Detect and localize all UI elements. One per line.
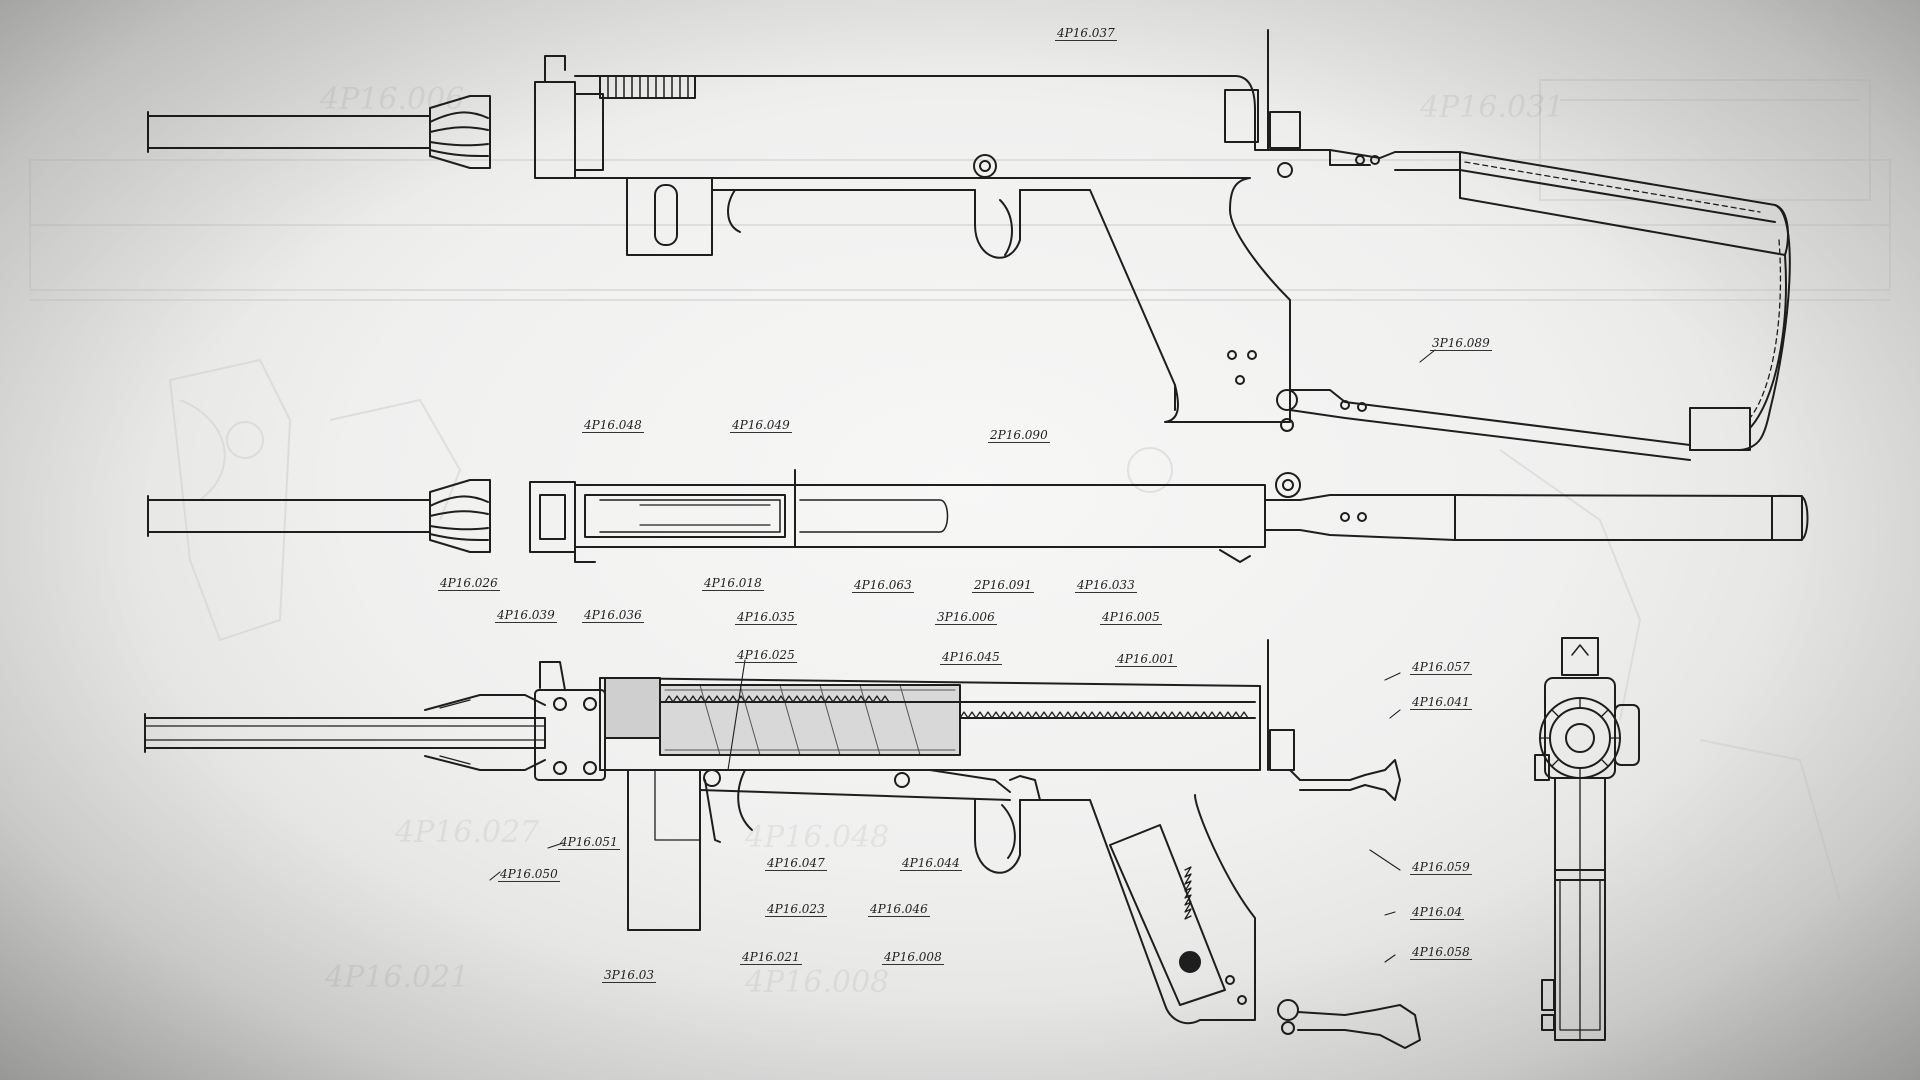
leader-lines (489, 349, 1436, 963)
part-label: 4P16.044 (900, 856, 962, 871)
part-label: 4P16.025 (735, 648, 797, 663)
part-label: 4P16.005 (1100, 610, 1162, 625)
part-label: 3P16.006 (935, 610, 997, 625)
part-label: 4P16.037 (1055, 26, 1117, 41)
part-label: 4P16.058 (1410, 945, 1472, 960)
part-label: 4P16.023 (765, 902, 827, 917)
ghost-label: 4P16.027 (395, 815, 540, 850)
part-label: 4P16.059 (1410, 860, 1472, 875)
ghost-label: 4P16.048 (745, 820, 890, 855)
part-label: 4P16.041 (1410, 695, 1472, 710)
part-label: 4P16.008 (882, 950, 944, 965)
part-label: 4P16.048 (582, 418, 644, 433)
part-label: 4P16.018 (702, 576, 764, 591)
top-view-folded (147, 469, 1809, 563)
part-label: 2P16.091 (972, 578, 1034, 593)
part-label: 3P16.03 (602, 968, 657, 983)
side-view-extended-stock (147, 29, 1791, 461)
part-label: 4P16.04 (1410, 905, 1465, 920)
part-label: 4P16.026 (438, 576, 500, 591)
sectional-view (144, 639, 1421, 1049)
part-label: 4P16.045 (940, 650, 1002, 665)
part-label: 4P16.051 (558, 835, 620, 850)
part-label: 4P16.057 (1410, 660, 1472, 675)
part-label: 4P16.001 (1115, 652, 1177, 667)
part-label: 4P16.049 (730, 418, 792, 433)
rear-end-view (1534, 637, 1640, 1041)
part-label: 4P16.050 (498, 867, 560, 882)
part-label: 3P16.089 (1430, 336, 1492, 351)
part-label: 4P16.039 (495, 608, 557, 623)
ghost-label: 4P16.021 (325, 960, 470, 995)
ghost-label: 4P16.031 (1420, 90, 1565, 125)
part-label: 4P16.021 (740, 950, 802, 965)
ghost-label: 4P16.008 (745, 965, 890, 1000)
part-label: 4P16.033 (1075, 578, 1137, 593)
part-label: 2P16.090 (988, 428, 1050, 443)
part-label: 4P16.036 (582, 608, 644, 623)
ghost-label: 4P16.006 (320, 82, 465, 117)
part-label: 4P16.046 (868, 902, 930, 917)
part-label: 4P16.047 (765, 856, 827, 871)
part-label: 4P16.063 (852, 578, 914, 593)
part-label: 4P16.035 (735, 610, 797, 625)
